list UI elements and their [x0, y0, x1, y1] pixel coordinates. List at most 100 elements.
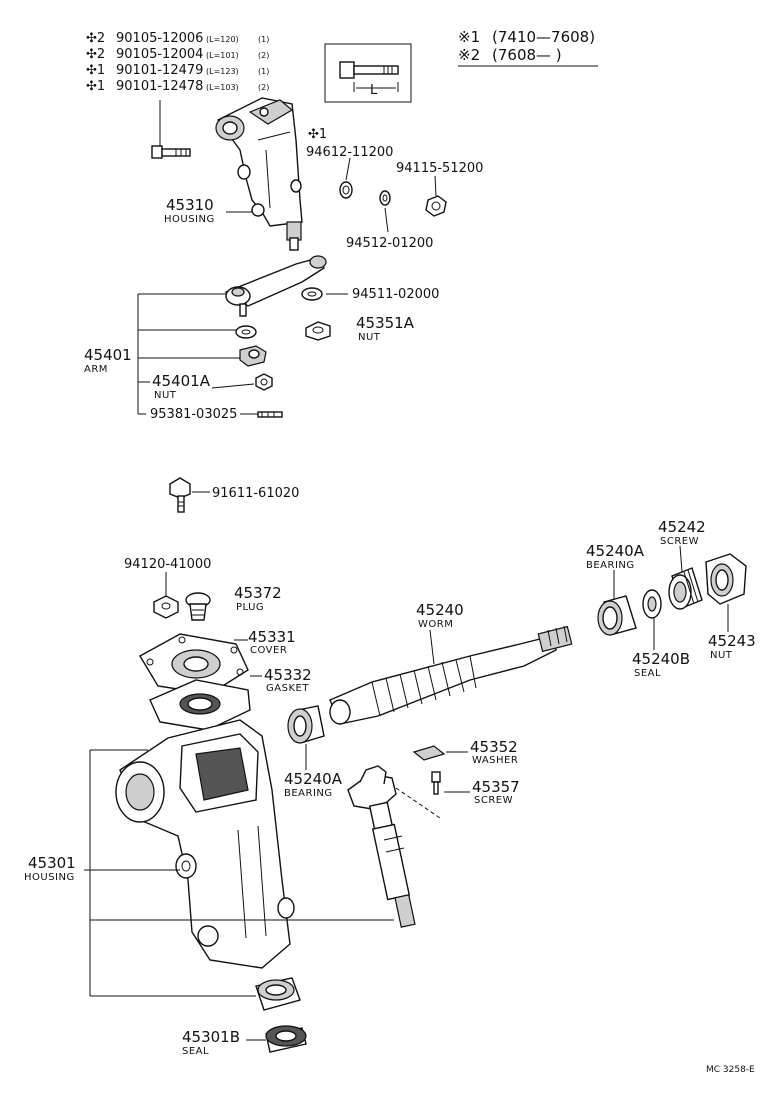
- cotter-pin-95381-illustration: [257, 411, 283, 418]
- label-94120: 94120-41000: [124, 557, 211, 572]
- label-45310-name: HOUSING: [164, 214, 215, 225]
- gasket-45332-illustration: [149, 679, 251, 731]
- washer-94511-illustration: [301, 287, 323, 301]
- note-mark-2: ※2: [458, 46, 480, 64]
- legend-part-4: 90101-12478: [116, 79, 203, 94]
- legend-part-1: 90105-12006: [116, 31, 203, 46]
- arm-group-bracket: [137, 293, 240, 415]
- legend-mark-2: ✣2: [86, 47, 105, 62]
- arm-boot-illustration: [235, 325, 267, 367]
- label-45240A-low: 45240A: [284, 770, 343, 788]
- label-94115: 94115-51200: [396, 161, 483, 176]
- legend-mark-1: ✣2: [86, 31, 105, 46]
- label-45301B: 45301B: [182, 1028, 240, 1046]
- label-45243: 45243: [708, 632, 756, 650]
- label-45240A-top: 45240A: [586, 542, 645, 560]
- bearing-45240A-lower-illustration: [287, 705, 325, 744]
- seal-45301B-illustration: [265, 1025, 307, 1053]
- label-45401-name: ARM: [84, 364, 108, 375]
- legend-qty-3: (1): [258, 67, 269, 76]
- label-45240: 45240: [416, 601, 464, 619]
- lock-nut-45243-illustration: [705, 553, 747, 605]
- legend-qty-4: (2): [258, 83, 269, 92]
- bolt-legend: ✣2 90105-12006 (L=120) (1) ✣2 90105-1200…: [86, 31, 269, 94]
- legend-qty-2: (2): [258, 51, 269, 60]
- label-45242: 45242: [658, 518, 706, 536]
- label-95381: 95381-03025: [150, 407, 237, 422]
- label-45240A-top-name: BEARING: [586, 560, 635, 571]
- legend-spec-3: (L=123): [206, 67, 239, 76]
- label-45332: 45332: [264, 666, 312, 684]
- adjusting-screw-45242-illustration: [668, 567, 703, 610]
- legend-spec-1: (L=120): [206, 35, 239, 44]
- housing-group-bracket: [84, 749, 394, 997]
- legend-qty-1: (1): [258, 35, 269, 44]
- label-45240B-name: SEAL: [634, 668, 661, 679]
- label-45301: 45301: [28, 854, 76, 872]
- legend-bolt-illustration: [151, 100, 191, 159]
- label-45240B: 45240B: [632, 650, 690, 668]
- label-45301B-name: SEAL: [182, 1046, 209, 1057]
- gear-housing-45301-illustration: [115, 719, 295, 969]
- label-45240A-low-name: BEARING: [284, 788, 333, 799]
- label-94512: 94512-01200: [346, 236, 433, 251]
- label-45331: 45331: [248, 628, 296, 646]
- label-45332-name: GASKET: [266, 683, 309, 694]
- label-45351A: 45351A: [356, 314, 415, 332]
- nut-45401A-illustration: [255, 373, 273, 391]
- legend-spec-4: (L=103): [206, 83, 239, 92]
- label-45401A: 45401A: [152, 372, 211, 390]
- label-45310: 45310: [166, 196, 214, 214]
- label-45357-name: SCREW: [474, 795, 513, 806]
- legend-part-3: 90101-12479: [116, 63, 203, 78]
- note-mark-1: ※1: [458, 28, 480, 46]
- label-91611: 91611-61020: [212, 486, 299, 501]
- label-45372: 45372: [234, 584, 282, 602]
- label-94511: 94511-02000: [352, 287, 439, 302]
- needle-bearing-illustration: [255, 977, 301, 1011]
- worm-45240-illustration: [329, 625, 573, 725]
- label-45243-name: NUT: [710, 650, 733, 661]
- bearing-45240A-upper-illustration: [597, 595, 637, 636]
- legend-part-2: 90105-12004: [116, 47, 203, 62]
- plug-45372-illustration: [185, 592, 211, 621]
- lock-washer-94512-illustration: [379, 190, 391, 206]
- sector-shaft-illustration: [347, 765, 441, 928]
- nut-94120-illustration: [153, 595, 179, 619]
- legend-spec-2: (L=101): [206, 51, 239, 60]
- star1-marker: ✣1: [308, 127, 327, 142]
- label-45351A-name: NUT: [358, 332, 381, 343]
- nut-94115-illustration: [425, 195, 447, 217]
- diagram-code: MC 3258-E: [706, 1065, 755, 1075]
- label-45401A-name: NUT: [154, 390, 177, 401]
- upper-housing-45310-illustration: [215, 97, 303, 251]
- bolt-dimension-box: L: [324, 43, 412, 103]
- note-range-1: (7410—7608): [492, 28, 595, 46]
- seal-45240B-illustration: [642, 589, 662, 619]
- legend-mark-3: ✣1: [86, 63, 105, 78]
- washer-94612-illustration: [339, 181, 353, 199]
- bolt-length-icon: [339, 61, 399, 92]
- nut-45351A-illustration: [305, 321, 331, 341]
- bolt-91611-illustration: [169, 477, 191, 513]
- label-45240-name: WORM: [418, 619, 453, 630]
- label-45357: 45357: [472, 778, 520, 796]
- label-45331-name: COVER: [250, 645, 287, 656]
- serial-notes: ※1 (7410—7608) ※2 (7608— ): [458, 28, 598, 67]
- screw-45357-illustration: [431, 771, 441, 795]
- label-45301-name: HOUSING: [24, 872, 75, 883]
- dimension-label: L: [370, 83, 378, 98]
- label-45401: 45401: [84, 346, 132, 364]
- label-94612: 94612-11200: [306, 145, 393, 160]
- cover-45331-illustration: [139, 633, 249, 695]
- label-45352-name: WASHER: [472, 755, 518, 766]
- label-45372-name: PLUG: [236, 602, 264, 613]
- pitman-arm-45401-illustration: [224, 255, 327, 317]
- label-45242-name: SCREW: [660, 536, 699, 547]
- legend-mark-4: ✣1: [86, 79, 105, 94]
- label-45352: 45352: [470, 738, 518, 756]
- note-range-2: (7608— ): [492, 46, 562, 64]
- washer-45352-illustration: [412, 745, 446, 761]
